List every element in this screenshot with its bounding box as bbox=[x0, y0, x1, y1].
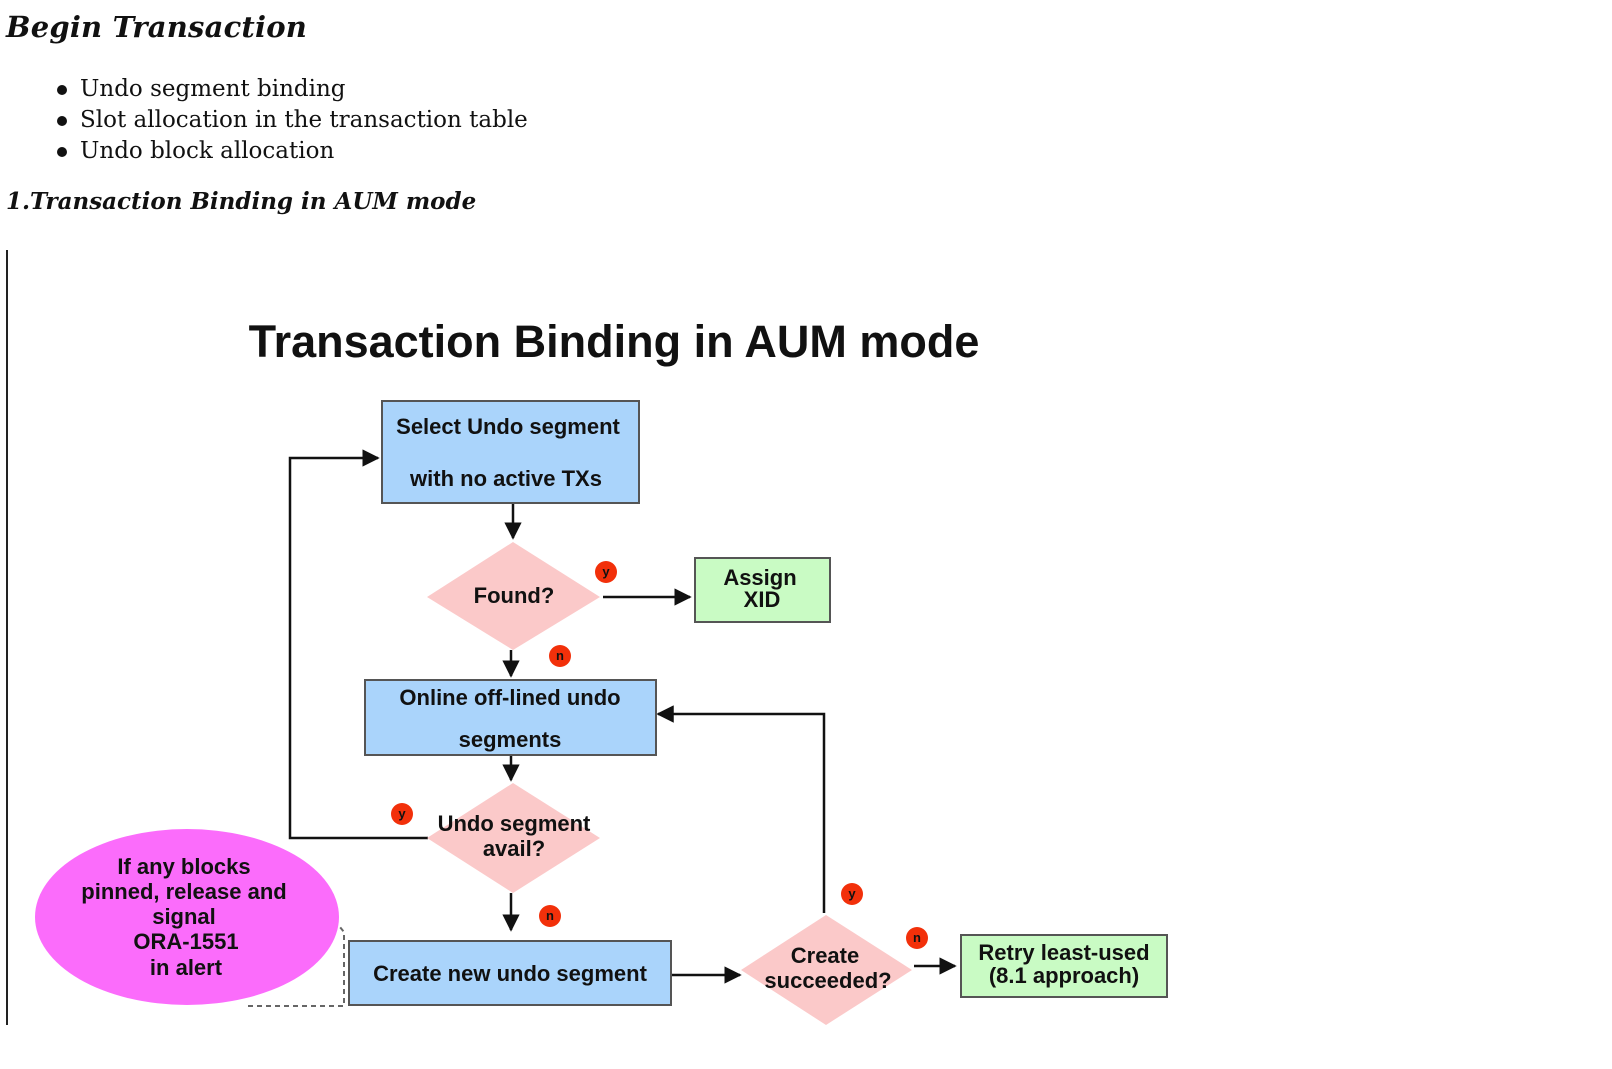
online-line-1: Online off-lined undo bbox=[399, 685, 620, 710]
bullet-list: Undo segment binding Slot allocation in … bbox=[52, 74, 528, 167]
select-box-line-2: with no active TXs bbox=[409, 466, 602, 491]
undo-avail-decision: Undo segment avail? bbox=[427, 783, 600, 893]
retry-least-used-box: Retry least-used (8.1 approach) bbox=[960, 934, 1168, 998]
note-line-5: in alert bbox=[150, 955, 223, 980]
note-line-3: signal bbox=[152, 904, 216, 929]
list-item: Undo segment binding bbox=[52, 74, 528, 105]
svg-text:n: n bbox=[913, 930, 921, 945]
succeeded-line-1: Create bbox=[791, 943, 859, 968]
found-decision: Found? bbox=[427, 542, 600, 650]
note-line-4: ORA-1551 bbox=[133, 929, 238, 954]
left-border-rule bbox=[6, 250, 8, 1025]
page-heading: Begin Transaction bbox=[6, 10, 308, 44]
select-undo-segment-box: Select Undo segment with no active TXs bbox=[381, 400, 640, 504]
assign-line-1: Assign bbox=[723, 565, 796, 590]
note-dashed-connector bbox=[248, 921, 345, 1007]
arrow-succeeded-yes-loop bbox=[656, 705, 826, 913]
online-line-2: segments bbox=[459, 727, 562, 752]
create-new-label: Create new undo segment bbox=[373, 961, 648, 986]
arrow-avail-yes-loop bbox=[288, 449, 428, 840]
found-label: Found? bbox=[474, 583, 555, 608]
note-line-1: If any blocks bbox=[117, 854, 250, 879]
badge-yes-avail: y bbox=[391, 803, 413, 825]
list-item: Slot allocation in the transaction table bbox=[52, 105, 528, 136]
badge-no-found: n bbox=[549, 645, 571, 667]
pinned-blocks-note: If any blocks pinned, release and signal… bbox=[35, 829, 339, 1005]
avail-line-1: Undo segment bbox=[438, 811, 591, 836]
svg-text:n: n bbox=[546, 908, 554, 923]
online-offlined-box: Online off-lined undo segments bbox=[364, 679, 657, 756]
diagram-title: Transaction Binding in AUM mode bbox=[249, 316, 980, 367]
svg-text:n: n bbox=[556, 648, 564, 663]
svg-text:y: y bbox=[602, 564, 610, 579]
assign-line-2: XID bbox=[744, 587, 781, 612]
svg-text:y: y bbox=[848, 886, 856, 901]
connector-lines bbox=[288, 449, 957, 984]
avail-line-2: avail? bbox=[483, 836, 545, 861]
badge-yes-found: y bbox=[595, 561, 617, 583]
list-item: Undo block allocation bbox=[52, 136, 528, 167]
svg-text:y: y bbox=[398, 806, 406, 821]
create-succeeded-decision: Create succeeded? bbox=[741, 915, 912, 1025]
section-heading: 1.Transaction Binding in AUM mode bbox=[6, 188, 477, 215]
retry-line-1: Retry least-used bbox=[978, 940, 1149, 965]
create-new-segment-box: Create new undo segment bbox=[348, 940, 672, 1006]
succeeded-line-2: succeeded? bbox=[764, 968, 891, 993]
assign-xid-box: Assign XID bbox=[694, 557, 831, 623]
retry-line-2: (8.1 approach) bbox=[989, 963, 1139, 988]
badge-no-succeeded: n bbox=[906, 927, 928, 949]
note-line-2: pinned, release and bbox=[81, 879, 286, 904]
badge-no-avail: n bbox=[539, 905, 561, 927]
select-box-line-1: Select Undo segment bbox=[396, 414, 620, 439]
badge-yes-succeeded: y bbox=[841, 883, 863, 905]
